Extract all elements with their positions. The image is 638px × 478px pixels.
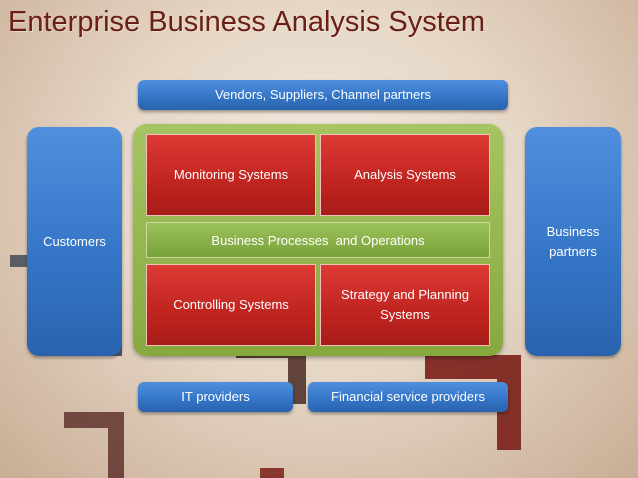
- it-providers-box: IT providers: [138, 382, 293, 412]
- monitoring-systems-box: Monitoring Systems: [146, 134, 316, 216]
- decor-corner-bracket-4: [425, 355, 521, 450]
- analysis-systems-label: Analysis Systems: [354, 167, 456, 182]
- business-processes-label: Business Processes and Operations: [211, 232, 425, 248]
- customers-label: Customers: [43, 233, 106, 249]
- business-partners-label: Business partners: [546, 223, 600, 259]
- customers-box: Customers: [27, 127, 122, 356]
- strategy-planning-box: Strategy and Planning Systems: [320, 264, 490, 346]
- vendors-label: Vendors, Suppliers, Channel partners: [214, 87, 432, 102]
- it-providers-label: IT providers: [181, 389, 250, 404]
- vendors-box: Vendors, Suppliers, Channel partners: [138, 80, 508, 110]
- controlling-systems-box: Controlling Systems: [146, 264, 316, 346]
- page-title: Enterprise Business Analysis System: [8, 6, 486, 38]
- financial-service-providers-label: Financial service providers: [331, 389, 485, 404]
- analysis-systems-box: Analysis Systems: [320, 134, 490, 216]
- strategy-planning-label: Strategy and Planning Systems: [341, 287, 469, 322]
- business-processes-bar: Business Processes and Operations: [146, 222, 490, 258]
- decor-corner-bracket-5: [64, 412, 124, 478]
- monitoring-systems-label: Monitoring Systems: [173, 167, 289, 182]
- decor-corner-bracket-6: [260, 468, 284, 478]
- business-partners-box: Business partners: [525, 127, 621, 356]
- controlling-systems-label: Controlling Systems: [173, 297, 289, 312]
- financial-service-providers-box: Financial service providers: [308, 382, 508, 412]
